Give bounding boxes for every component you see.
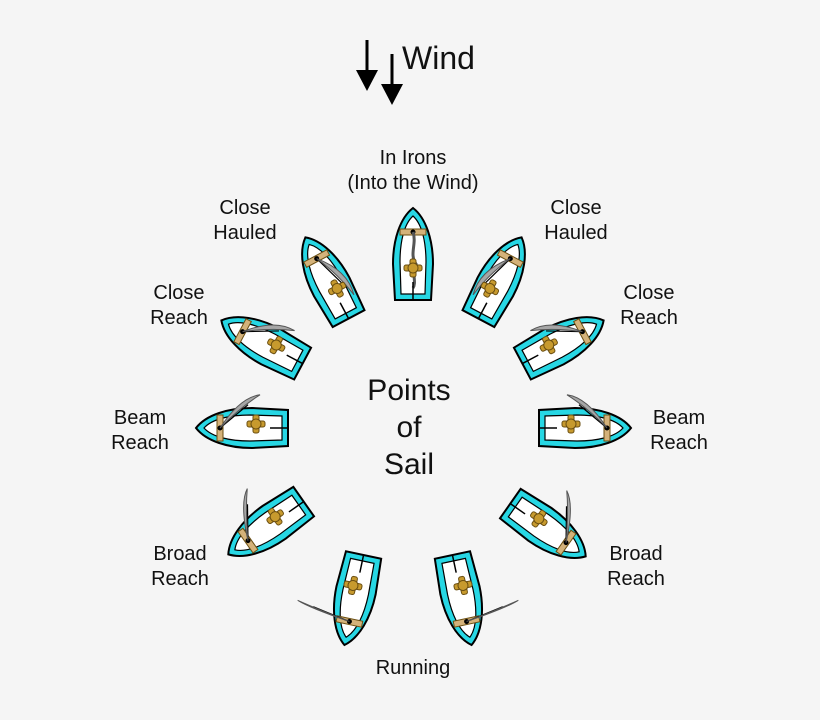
label-broad-reach-right: Broad Reach bbox=[607, 543, 665, 590]
title-line-1: Points bbox=[367, 374, 451, 407]
boom-icon bbox=[242, 330, 279, 333]
hull-icon bbox=[210, 301, 314, 383]
sail-icon bbox=[297, 599, 350, 622]
tiller-icon bbox=[359, 554, 365, 573]
label-broad-reach-left: Broad Reach bbox=[151, 543, 209, 590]
label-close-reach-right: Close Reach bbox=[620, 282, 678, 329]
boom-icon bbox=[483, 258, 511, 285]
label-running: Running bbox=[375, 657, 451, 679]
tiller-icon bbox=[286, 354, 303, 365]
sail-icon bbox=[219, 394, 261, 429]
sail-icon bbox=[316, 258, 355, 296]
label-close-hauled-right: Close Hauled bbox=[544, 197, 608, 244]
label-close-hauled-left: Close Hauled bbox=[213, 197, 277, 244]
title-line-2: of bbox=[396, 411, 422, 444]
hull-icon bbox=[215, 484, 317, 572]
boom-icon bbox=[219, 404, 249, 429]
boat-running-right bbox=[431, 549, 519, 651]
boat-beam-reach-left bbox=[195, 394, 289, 449]
tiller-icon bbox=[339, 302, 350, 319]
hull-icon bbox=[497, 486, 599, 574]
tiller-icon bbox=[509, 503, 526, 515]
boat-close-reach-left bbox=[210, 301, 314, 383]
hull-icon bbox=[323, 549, 385, 651]
boat-beam-reach-right bbox=[538, 394, 632, 449]
sail-icon bbox=[243, 488, 249, 541]
sail-icon bbox=[565, 490, 571, 543]
wind-label: Wind bbox=[402, 40, 475, 76]
wind-arrow-icon bbox=[381, 54, 403, 105]
boat-broad-reach-right bbox=[497, 486, 599, 574]
diagram-title: Points of Sail bbox=[367, 372, 450, 483]
boat-close-hauled-left bbox=[286, 226, 368, 330]
boat-close-reach-right bbox=[511, 301, 615, 383]
boom-icon bbox=[546, 330, 583, 333]
label-beam-reach-left: Beam Reach bbox=[111, 407, 169, 454]
sail-icon bbox=[466, 599, 519, 622]
wind-arrows bbox=[356, 40, 403, 105]
tiller-icon bbox=[522, 354, 539, 365]
sail-icon bbox=[242, 324, 295, 333]
sail-icon bbox=[566, 394, 608, 429]
boom-icon bbox=[578, 404, 608, 429]
boat-close-hauled-right bbox=[459, 226, 541, 330]
tiller-icon bbox=[288, 501, 305, 513]
sail-icon bbox=[530, 324, 583, 333]
boat-running-left bbox=[297, 549, 385, 651]
title-line-3: Sail bbox=[383, 448, 435, 481]
hull-icon bbox=[459, 226, 541, 330]
boat-broad-reach-left bbox=[215, 484, 317, 572]
hull-icon bbox=[286, 226, 368, 330]
tiller-icon bbox=[451, 554, 457, 573]
boat-in-irons bbox=[392, 207, 434, 301]
hull-icon bbox=[511, 301, 615, 383]
label-in-irons: In Irons (Into the Wind) bbox=[347, 147, 479, 194]
sail-icon bbox=[472, 258, 511, 296]
boom-icon bbox=[316, 258, 344, 285]
label-close-reach-left: Close Reach bbox=[150, 282, 208, 329]
wind-arrow-icon bbox=[356, 40, 378, 91]
label-beam-reach-right: Beam Reach bbox=[650, 407, 708, 454]
hull-icon bbox=[431, 549, 493, 651]
tiller-icon bbox=[477, 302, 488, 319]
